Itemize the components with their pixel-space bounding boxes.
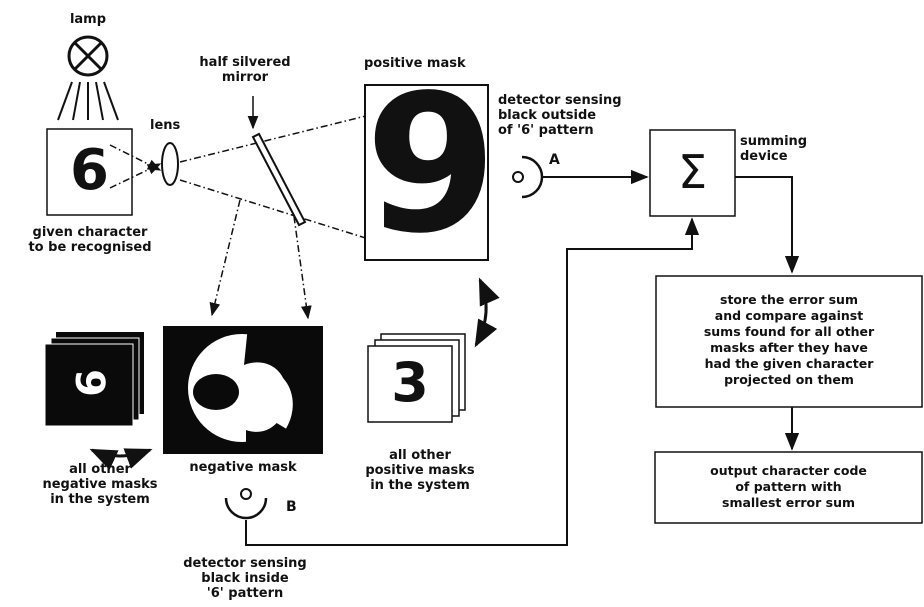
other-negative-label: all other negative masks in the system xyxy=(42,462,158,507)
arrow-sum-to-store xyxy=(735,176,800,274)
detector-a-icon xyxy=(512,155,544,199)
positive-mask-box xyxy=(364,84,489,261)
light-rays xyxy=(109,107,392,320)
positive-mask-label: positive mask xyxy=(364,56,466,71)
detector-b-letter: B xyxy=(286,499,297,515)
other-positive-label: all other positive masks in the system xyxy=(365,448,475,493)
other-positive-masks-stack xyxy=(367,333,466,423)
rotate-arrow-negative xyxy=(89,448,153,470)
lens-icon xyxy=(161,142,179,186)
mirror-label: half silvered mirror xyxy=(199,55,291,85)
summing-device-label: summing device xyxy=(740,134,808,164)
lens-label: lens xyxy=(150,118,181,133)
lamp-label: lamp xyxy=(69,12,107,27)
detector-a-letter: A xyxy=(549,152,560,168)
rotate-arrow-positive xyxy=(474,277,500,348)
positive-mask-character: 9 xyxy=(365,54,497,275)
output-box-text: output character code of pattern with sm… xyxy=(710,463,867,510)
detector-b-icon xyxy=(224,488,268,520)
given-character-box xyxy=(46,128,133,216)
sum-symbol: Σ xyxy=(677,145,708,199)
given-character-label: given character to be recognised xyxy=(28,225,152,255)
store-box-text: store the error sum and compare against … xyxy=(703,292,875,387)
detector-a-label: detector sensing black outside of '6' pa… xyxy=(498,93,622,138)
negative-nine-shape xyxy=(188,326,323,446)
other-positive-character: 3 xyxy=(391,351,429,414)
small-negative-character: 9 xyxy=(66,369,112,397)
other-negative-masks-stack xyxy=(44,332,144,427)
given-character: 6 xyxy=(70,138,109,203)
lamp-icon xyxy=(57,35,119,121)
output-box xyxy=(654,451,923,524)
negative-mask-label: negative mask xyxy=(189,460,297,475)
store-box xyxy=(655,275,923,408)
half-silvered-mirror-icon xyxy=(247,96,307,227)
detector-b-label: detector sensing black inside '6' patter… xyxy=(183,556,307,601)
summing-device-box xyxy=(649,129,736,217)
arrow-b-to-sum xyxy=(245,217,700,546)
